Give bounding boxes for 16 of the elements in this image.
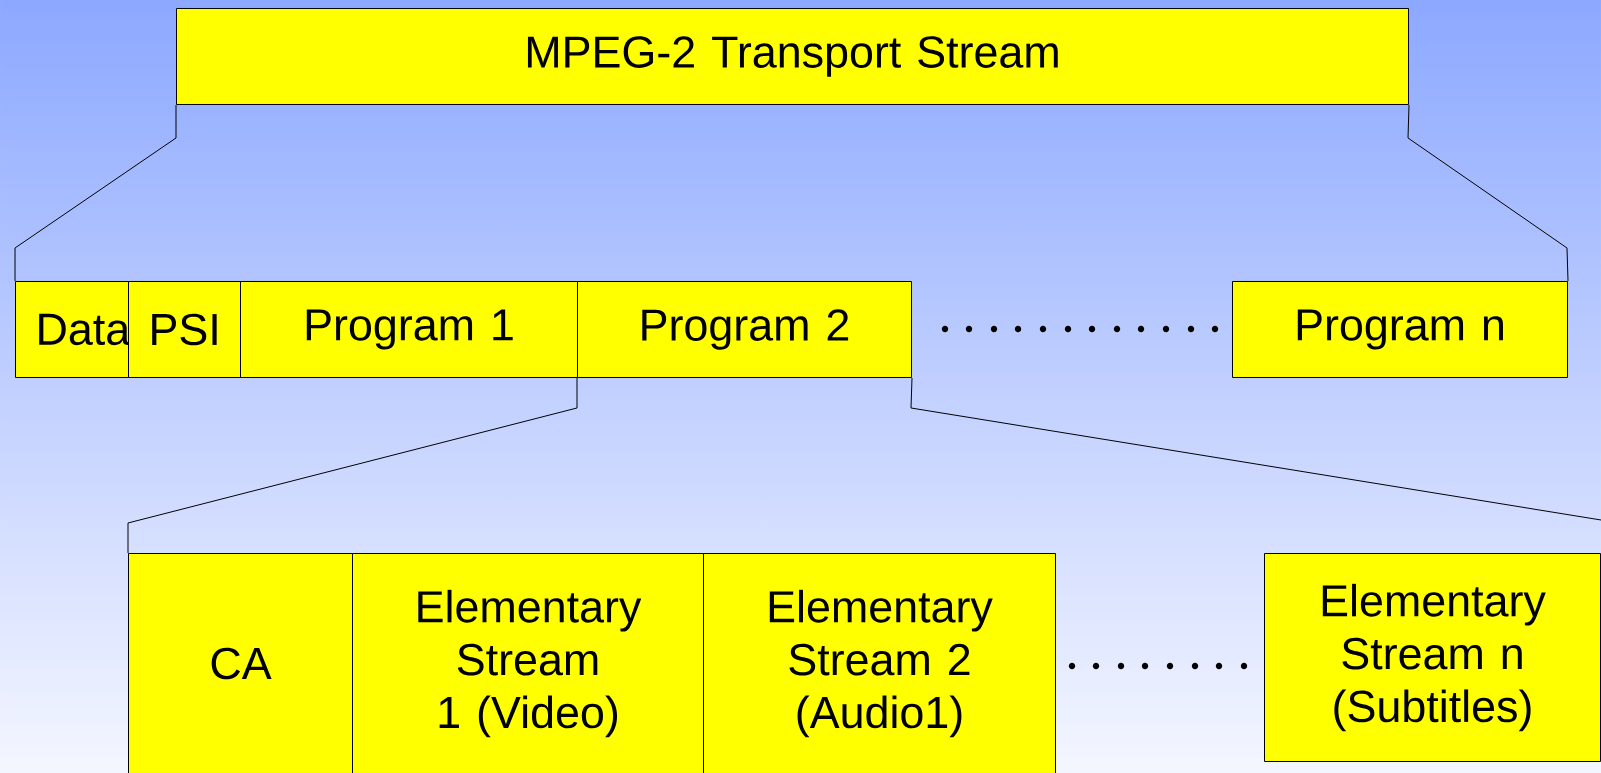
connector-line [127, 377, 578, 554]
node-label: CA [211, 647, 272, 680]
stream-box: CA [128, 553, 353, 773]
stream-box: Elementary Stream 1 (Video) [352, 553, 704, 773]
connector-line [14, 104, 177, 282]
stream-box: Program n [1232, 281, 1568, 378]
stream-box: Data [15, 281, 131, 378]
node-label: Elementary Stream 1 (Video) [418, 589, 642, 738]
stream-box: PSI [128, 281, 241, 378]
node-label: Elementary Stream 2 (Audio1) [769, 589, 993, 738]
stream-box: MPEG-2 Transport Stream [176, 8, 1409, 105]
connector-line [1407, 104, 1569, 282]
stream-box: Program 2 [577, 281, 912, 378]
connector-line [910, 377, 1601, 521]
stream-box: Elementary Stream n (Subtitles) [1264, 553, 1601, 762]
stream-box: Elementary Stream 2 (Audio1) [703, 553, 1056, 773]
